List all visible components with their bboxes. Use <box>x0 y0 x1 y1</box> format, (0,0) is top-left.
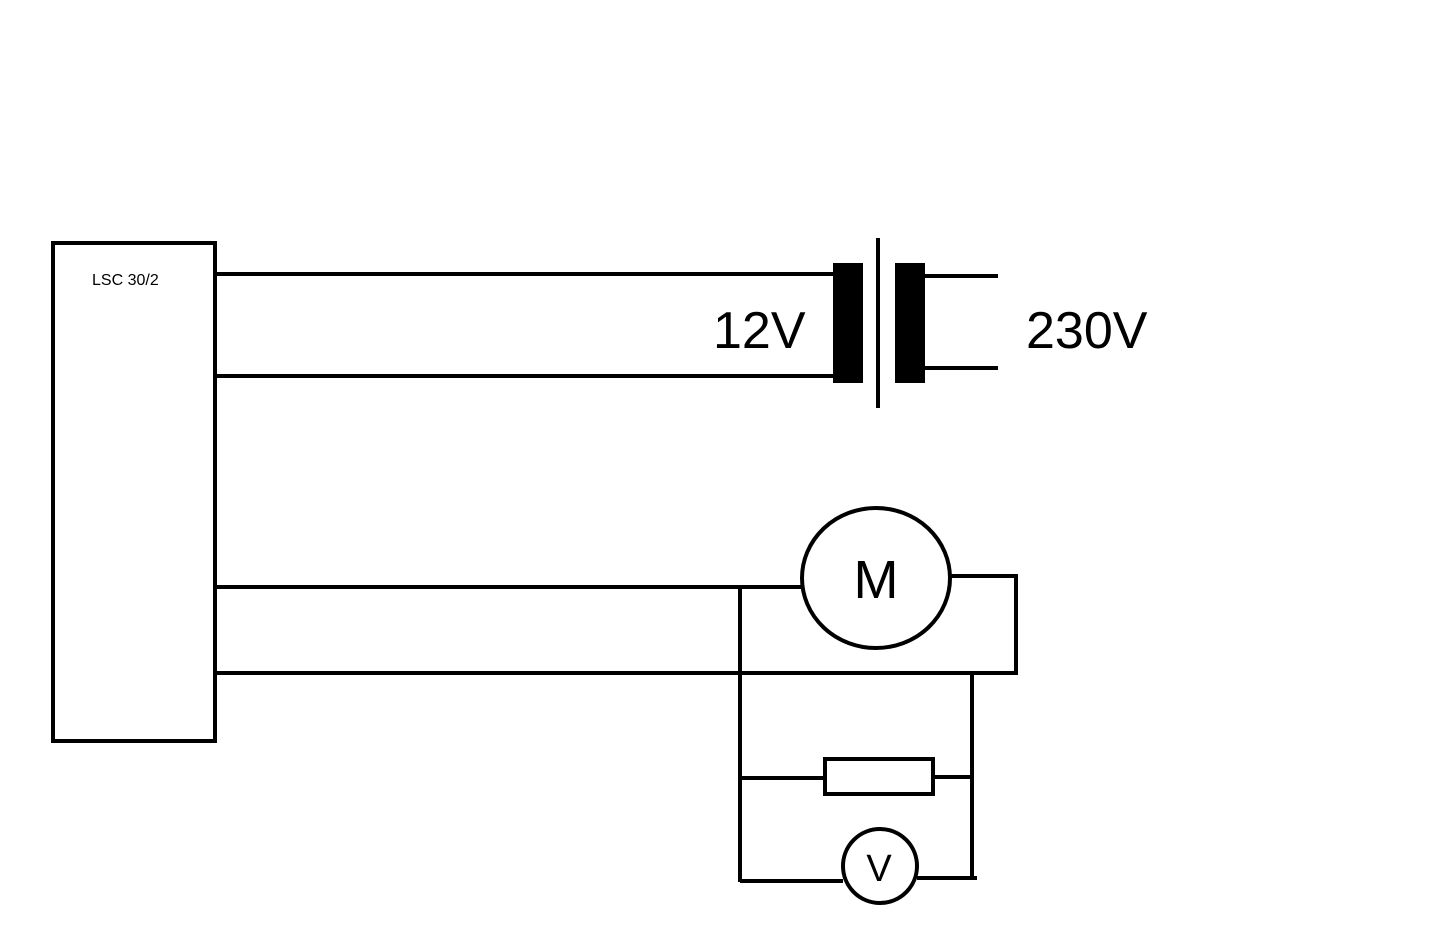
motor-label: M <box>854 550 899 610</box>
controller-label: LSC 30/2 <box>92 272 159 289</box>
transformer: 12V 230V <box>713 238 1148 408</box>
voltmeter-circle <box>841 827 919 905</box>
primary-voltage-label: 230V <box>1026 302 1148 360</box>
transformer-primary-coil <box>895 263 925 383</box>
voltmeter-branch: V <box>740 827 977 905</box>
controller-box <box>51 241 217 743</box>
secondary-voltage-label: 12V <box>713 302 806 360</box>
supply-wires <box>215 272 833 378</box>
resistor-branch <box>740 757 974 796</box>
motor-wires <box>215 574 1018 882</box>
voltmeter-label: V <box>866 848 892 890</box>
motor-circle <box>800 506 952 650</box>
resistor <box>823 757 935 796</box>
transformer-secondary-coil <box>833 263 863 383</box>
wire-motor-return <box>949 574 1018 673</box>
motor: M <box>800 506 952 650</box>
controller-block: LSC 30/2 <box>51 241 217 743</box>
